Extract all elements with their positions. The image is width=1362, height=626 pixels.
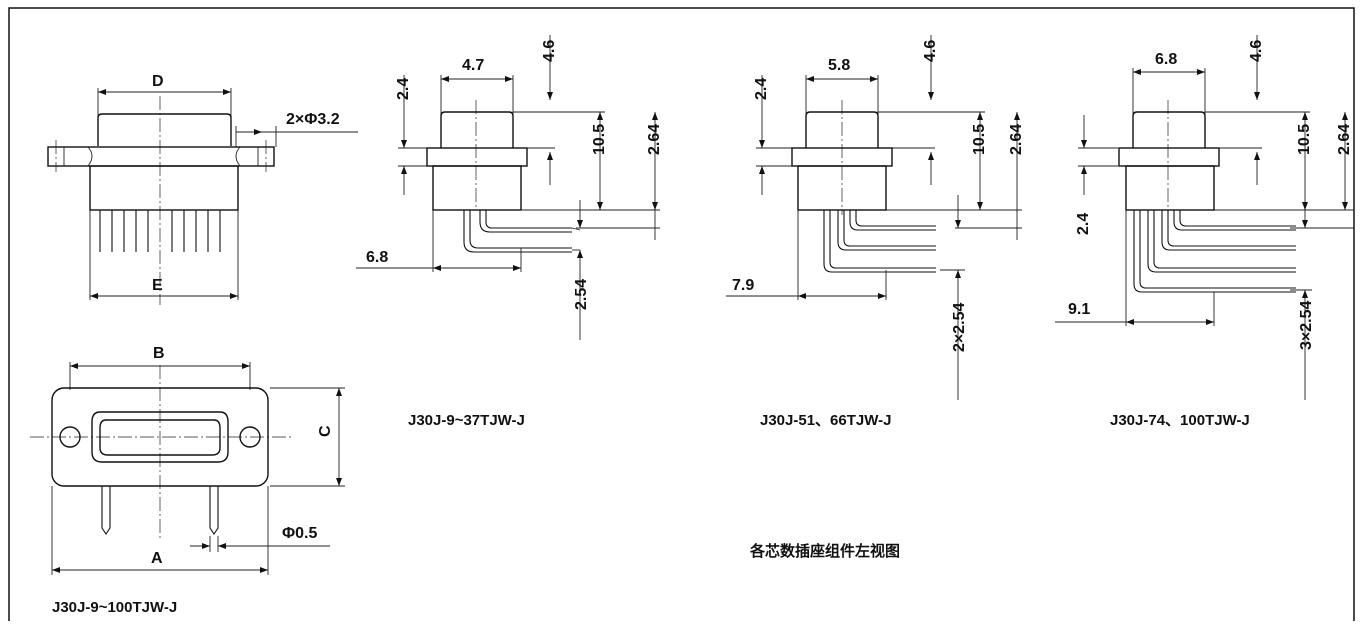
label-c: C bbox=[317, 425, 334, 437]
side-view-large: 6.8 4.6 2.4 10.5 2.64 bbox=[1055, 35, 1354, 429]
large-dim-pin-pos: 2.4 bbox=[1075, 213, 1092, 235]
small-dim-depth: 6.8 bbox=[366, 249, 388, 266]
sheet-border bbox=[8, 7, 1355, 621]
small-dim-top-width: 4.7 bbox=[462, 57, 484, 74]
large-dim-pin: 2.64 bbox=[1336, 124, 1353, 155]
caption-side-large: J30J-74、100TJW-J bbox=[1110, 412, 1250, 429]
large-dim-pitch: 3×2.54 bbox=[1298, 301, 1315, 350]
caption-side-medium: J30J-51、66TJW-J bbox=[760, 412, 891, 429]
side-view-small: 4.7 4.6 2.4 10.5 2.64 bbox=[356, 35, 663, 429]
large-dim-top-offset: 4.6 bbox=[1248, 40, 1265, 62]
top-view: B C A Φ0.5 J30J-9~100TJW-J bbox=[30, 345, 345, 616]
medium-dim-pin: 2.64 bbox=[1008, 124, 1025, 155]
large-dim-height: 10.5 bbox=[1296, 124, 1313, 155]
group-caption: 各芯数插座组件左视图 bbox=[749, 542, 900, 560]
side-view-medium: 5.8 4.6 2.4 10.5 2.64 bbox=[726, 35, 1025, 429]
large-dim-top-width: 6.8 bbox=[1155, 51, 1177, 68]
medium-dim-height: 10.5 bbox=[971, 124, 988, 155]
label-b: B bbox=[153, 345, 165, 362]
small-dim-height: 10.5 bbox=[591, 124, 608, 155]
small-dim-pin: 2.64 bbox=[646, 124, 663, 155]
pin-callout: Φ0.5 bbox=[282, 525, 317, 542]
caption-top-view: J30J-9~100TJW-J bbox=[52, 599, 177, 616]
small-dim-top-offset: 4.6 bbox=[541, 40, 558, 62]
hole-callout: 2×Φ3.2 bbox=[286, 111, 340, 128]
caption-side-small: J30J-9~37TJW-J bbox=[408, 412, 525, 429]
medium-dim-flange: 2.4 bbox=[753, 78, 770, 100]
small-dim-flange: 2.4 bbox=[395, 78, 412, 100]
large-dim-depth: 9.1 bbox=[1068, 301, 1090, 318]
small-dim-pitch: 2.54 bbox=[573, 279, 590, 310]
label-e: E bbox=[152, 277, 163, 294]
front-pins bbox=[99, 210, 221, 252]
front-view: D E 2×Φ bbox=[47, 73, 358, 305]
label-a: A bbox=[151, 550, 163, 567]
medium-dim-top-offset: 4.6 bbox=[922, 40, 939, 62]
medium-dim-top-width: 5.8 bbox=[828, 57, 850, 74]
label-d: D bbox=[152, 73, 164, 90]
medium-dim-pitch: 2×2.54 bbox=[951, 303, 968, 352]
medium-dim-depth: 7.9 bbox=[732, 277, 754, 294]
